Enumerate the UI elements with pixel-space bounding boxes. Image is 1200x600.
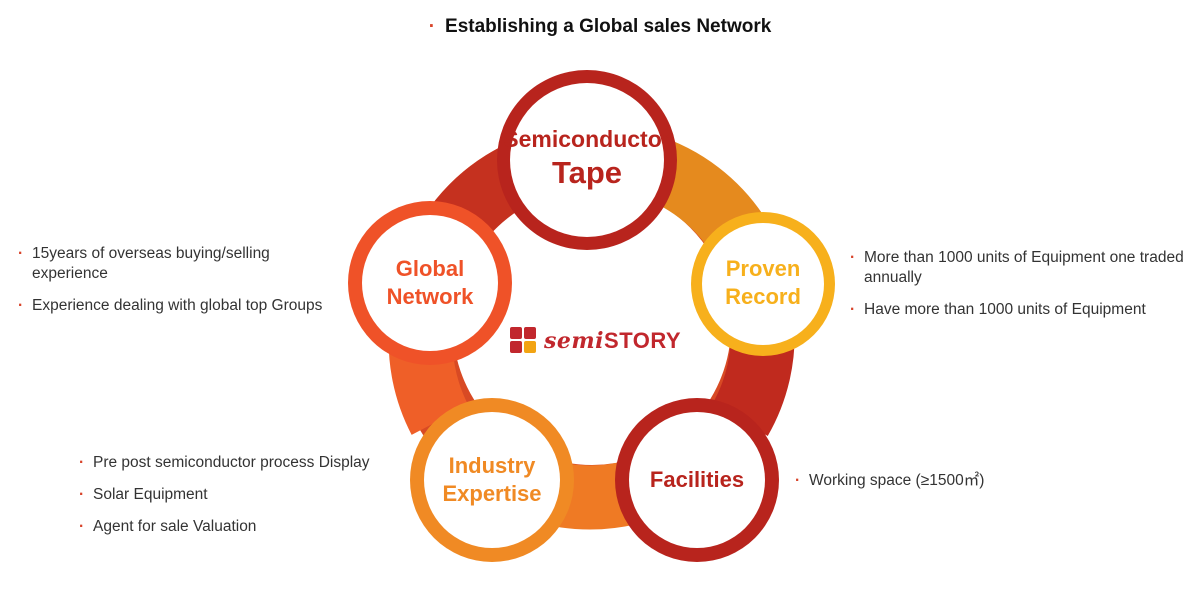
bullet-text: Working space (≥1500㎡) (809, 472, 985, 489)
node-label-semiconductor: Semiconductor Tape (487, 125, 687, 193)
industry-expertise-bullets: ·Pre post semiconductor process Display … (79, 453, 409, 549)
page-title: · Establishing a Global sales Network (0, 16, 1200, 38)
inner-core (467, 205, 717, 455)
node-semiconductor-face (510, 83, 664, 237)
bullet-text: Pre post semiconductor process Display (93, 454, 370, 471)
facilities-bullets: ·Working space (≥1500㎡) (795, 471, 1055, 503)
bullet-text: More than 1000 units of Equipment one tr… (864, 249, 1184, 286)
node-facilities-face (629, 412, 765, 548)
node-global-line1: Global (395, 256, 465, 281)
global-network-bullets: ·15years of overseas buying/selling expe… (18, 244, 348, 328)
bullet-text: Experience dealing with global top Group… (32, 297, 323, 314)
node-global-line2: Network (386, 284, 474, 309)
node-semiconductor-line1: Semiconductor (503, 126, 671, 152)
logo-mark-icon (510, 327, 538, 355)
bullet-text: Have more than 1000 units of Equipment (864, 301, 1146, 318)
node-label-industry: Industry Expertise (422, 452, 562, 508)
node-semiconductor-line2: Tape (551, 155, 623, 190)
bullet-text: Agent for sale Valuation (93, 518, 257, 535)
title-text: Establishing a Global sales Network (445, 16, 772, 37)
logo-suffix: STORY (604, 328, 682, 353)
node-industry-line1: Industry (448, 453, 536, 478)
node-label-global: Global Network (360, 255, 500, 311)
node-proven-face (702, 223, 824, 345)
bullet-text: Solar Equipment (93, 486, 208, 503)
list-item: ·Agent for sale Valuation (79, 518, 257, 535)
node-label-proven: Proven Record (703, 255, 823, 311)
proven-record-bullets: ·More than 1000 units of Equipment one t… (850, 248, 1185, 332)
node-industry-line2: Expertise (442, 481, 542, 506)
title-bullet-dot: · (428, 16, 436, 37)
node-proven-line2: Record (725, 284, 801, 309)
list-item: ·Working space (≥1500㎡) (795, 472, 985, 489)
list-item: ·Experience dealing with global top Grou… (18, 297, 323, 314)
logo-text: semiSTORY (544, 328, 681, 354)
node-facilities-line1: Facilities (649, 467, 745, 492)
node-global-face (362, 215, 498, 351)
node-industry-face (424, 412, 560, 548)
node-label-facilities: Facilities (627, 466, 767, 494)
list-item: ·Have more than 1000 units of Equipment (850, 301, 1146, 318)
semistory-logo: semiSTORY (510, 326, 681, 356)
node-proven-line1: Proven (725, 256, 801, 281)
list-item: ·15years of overseas buying/selling expe… (18, 245, 270, 282)
list-item: ·More than 1000 units of Equipment one t… (850, 249, 1184, 286)
logo-prefix: semi (544, 328, 605, 354)
bullet-text: 15years of overseas buying/selling exper… (32, 245, 270, 282)
list-item: ·Solar Equipment (79, 486, 208, 503)
list-item: ·Pre post semiconductor process Display (79, 454, 370, 471)
